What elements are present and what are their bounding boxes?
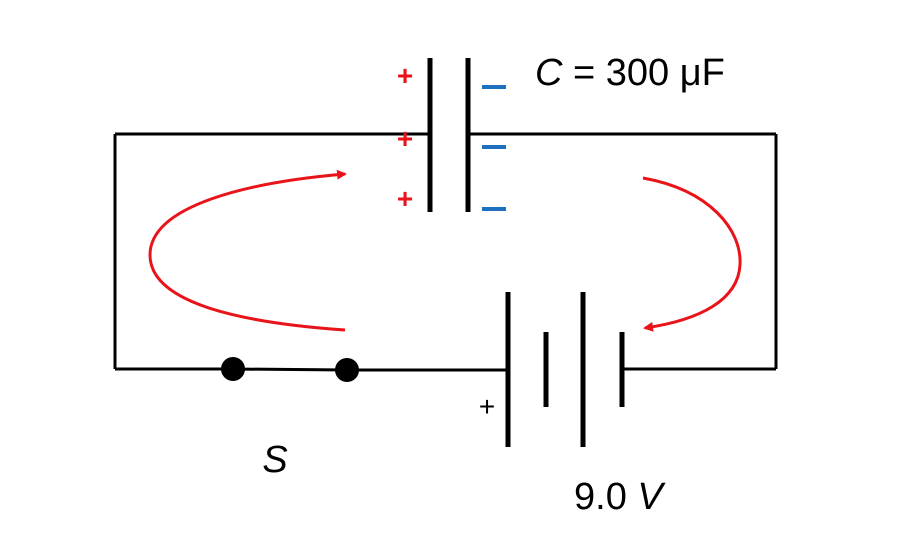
battery-positive-terminal-sign: +	[479, 391, 495, 422]
capacitor-value: = 300 μF	[562, 52, 724, 94]
capacitor	[427, 58, 471, 212]
current-arrow-right	[642, 176, 742, 332]
capacitor-symbol: C	[535, 52, 563, 94]
switch-contact-left	[221, 357, 245, 381]
battery-voltage-value: 9.0	[574, 476, 637, 518]
battery	[505, 292, 625, 447]
switch-contact-right	[335, 358, 359, 382]
switch	[221, 357, 359, 382]
battery-label: 9.0 V	[574, 476, 666, 518]
wire-switch-blade	[232, 367, 348, 372]
capacitor-negative-charges	[482, 85, 506, 211]
capacitor-positive-charges: + + +	[397, 60, 413, 214]
battery-voltage-unit: V	[637, 476, 666, 518]
circuit-wires	[113, 132, 778, 372]
capacitor-label: C = 300 μF	[535, 52, 725, 94]
positive-charge-sign: +	[397, 60, 413, 91]
positive-charge-sign: +	[397, 183, 413, 214]
switch-label: S	[262, 439, 287, 481]
positive-charge-sign: +	[397, 123, 413, 154]
current-arrow-left	[148, 169, 347, 332]
